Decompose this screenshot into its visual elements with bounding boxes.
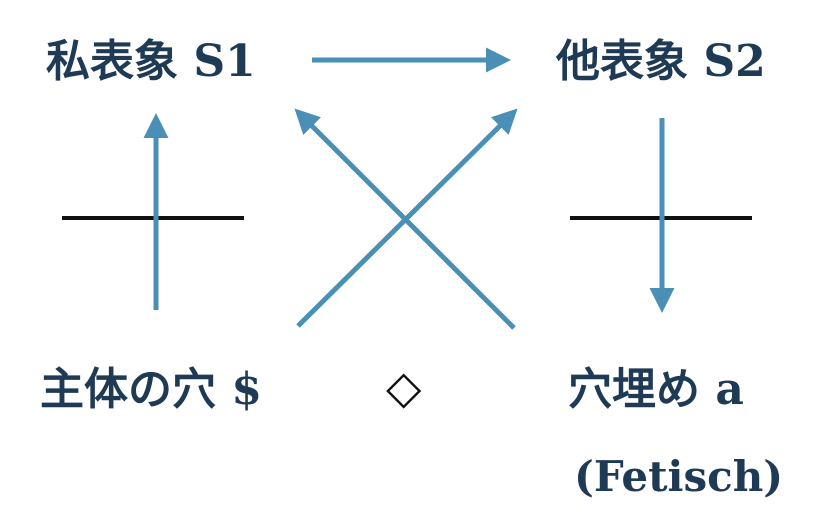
label-hole-filling-a: 穴埋め a	[568, 364, 744, 415]
label-private-representation-s1: 私表象 S1	[46, 36, 256, 87]
label-subject-hole: 主体の穴 $	[40, 364, 262, 415]
label-other-representation-s2: 他表象 S2	[556, 36, 766, 87]
arrow-a-to-s1	[294, 108, 516, 330]
lozenge-symbol: ◇	[386, 360, 422, 414]
label-fetisch-note: (Fetisch)	[574, 452, 784, 501]
